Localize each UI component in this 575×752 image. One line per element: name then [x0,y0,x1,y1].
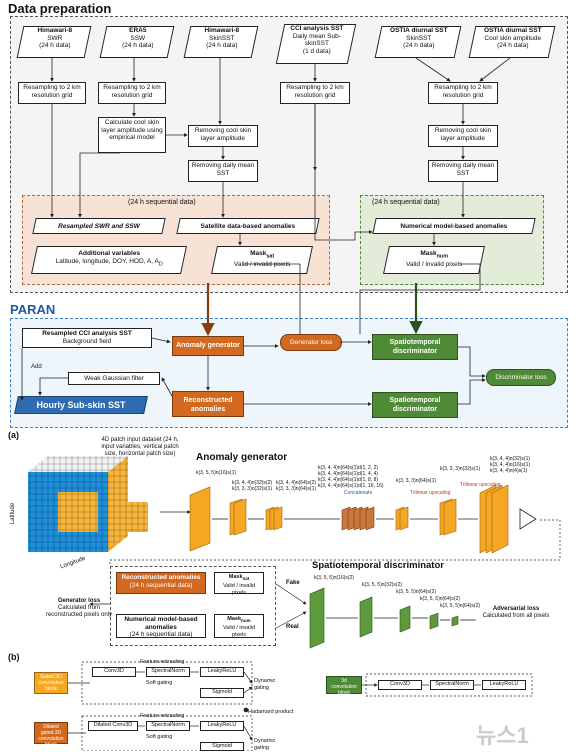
leaky-box-right: LeakyReLU [482,680,526,690]
feature-label-1: Feature extracting [140,659,185,665]
reconstructed-anomalies-box: Reconstructed anomalies [172,391,244,417]
layer-label-10: k(3, 3, 3)n(64)s(1) [396,478,437,484]
remove-cool-skin-box-2: Removing cool skin layer amplitude [428,125,498,147]
disc-layer-5: k(3, 5, 5)n(64)s(2) [440,603,481,609]
seq-left-header: (24 h sequential data) [128,199,196,206]
disc-layer-1: k(3, 5, 5)n(16)s(2) [314,575,355,581]
specnorm-box-right: SpectralNorm [430,680,474,690]
layer-label-2: k(3, 4, 4)n(32)s(2) [232,480,273,486]
disc-layer-3: k(3, 5, 5)n(64)s(2) [396,589,437,595]
discriminator-box-1: Spatiotemporal discriminator [372,334,458,360]
data-prep-title: Data preparation [8,1,112,16]
feature-label-2: Feature extracting [140,713,185,719]
resample-box-3: Resampling to 2 km resolution grid [280,82,350,104]
remove-daily-mean-box-1: Removing daily mean SST [188,160,258,182]
resampled-swr-ssw: Resampled SWR and SSW [32,218,166,234]
gaussian-filter-box: Weak Gaussian filter [68,372,160,385]
layer-label-12: k(3, 4, 4)n(32)s(1) [490,456,531,462]
patch-cube [18,452,158,572]
anomaly-generator-box: Anomaly generator [172,336,244,356]
sigmoid-box-2: Sigmoid [200,742,244,751]
specnorm-box-1: SpectralNorm [146,667,190,677]
hourly-subskin-sst: Hourly Sub-skin SST [14,396,148,414]
sat-anomalies: Satellite data-based anomalies [176,218,320,234]
layer-label-9: k(3, 4, 4)n(64)s(1)d(1, 16, 16) [318,483,384,489]
dconv3d-box: Dilated Conv3D [88,721,138,731]
hadamard-label: Hadamard product [248,709,294,715]
layer-label-6: k(3, 4, 4)n(64)s(1)d(1, 2, 2) [318,465,379,471]
conv-block-legend: 3d convolution block [326,676,362,696]
layer-label-8: k(3, 4, 4)n(64)s(1)d(1, 8, 8) [318,477,379,483]
leaky-box-2: LeakyReLU [200,721,244,731]
trilinear-label-1: Trilinear upscaling [410,490,451,496]
remove-daily-mean-box-2: Removing daily mean SST [428,160,498,182]
paran-title: PARAN [10,302,56,317]
layer-label-14: k(3, 4, 4)n(4)s(1) [490,468,528,474]
resample-box-2: Resampling to 2 km resolution grid [98,82,166,104]
layer-label-4: k(3, 4, 4)n(64)s(2) [276,480,317,486]
discriminator-network [300,580,500,650]
discriminator-box-2: Spatiotemporal discriminator [372,392,458,418]
disc-input-frame [110,566,276,646]
layer-label-13: k(3, 4, 4)n(16)s(1) [490,462,531,468]
num-anomalies: Numerical model-based anomalies [372,218,536,234]
disc-layer-2: k(3, 5, 5)n(32)s(2) [362,582,403,588]
conv3d-box-1: Conv3D [92,667,136,677]
leaky-box-1: LeakyReLU [200,667,244,677]
recon-anom-box-a: Reconstructed anomalies(24 h sequential … [116,572,206,594]
add-label: Add [31,364,42,370]
soft-label-1: Soft gating [146,680,173,686]
sigmoid-box-1: Sigmoid [200,688,244,698]
disc-layer-4: k(3, 5, 5)n(64)s(2) [420,596,461,602]
remove-cool-skin-box-1: Removing cool skin layer amplitude [188,125,258,147]
layer-label-5: k(3, 3, 3)n(64)s(1) [276,486,317,492]
trilinear-label-2: Trilinear upscaling [460,482,501,488]
conv3d-box-right: Conv3D [378,680,422,690]
seq-right-header: (24 h sequential data) [372,199,440,206]
layer-label-3: k(3, 3, 3)n(32)s(1) [232,486,273,492]
latitude-label: Latitude [10,502,17,525]
calc-cool-skin-box: Calculate cool skin layer amplitude usin… [98,117,166,153]
fake-label: Fake [286,580,300,586]
num-anom-box-a: Numerical model-based anomalies(24 h seq… [116,614,206,638]
real-label: Real [286,624,299,630]
soft-label-2: Soft gating [146,734,173,740]
watermark: 뉴스1 [476,723,529,748]
resample-box-4: Resampling to 2 km resolution grid [428,82,498,104]
patch-desc: 4D patch input dataset (24 h, input vari… [101,437,179,457]
layer-label-1: k(3, 5, 5)n(16)s(1) [196,470,237,476]
layer-label-11: k(3, 3, 3)n(32)s(1) [440,466,481,472]
disc-title-a: Spatiotemporal discriminator [312,560,444,571]
dynamic-label-1: Dynamic gating [254,678,276,691]
dilated-block-legend: Dilated gated 3D convolution block [34,722,68,748]
discriminator-loss-pill: Discriminator loss [486,369,556,386]
resample-box-1: Resampling to 2 km resolution grid [18,82,86,104]
dynamic-label-2: Dynamic gating [254,738,276,751]
generator-loss-pill: Generator loss [280,334,342,351]
anomaly-generator-title: Anomaly generator [196,452,288,463]
gated-block-legend: Gated 3D convolution block [34,672,68,694]
layer-label-7: k(3, 4, 4)n(64)s(1)d(1, 4, 4) [318,471,379,477]
panel-a-label: (a) [8,430,19,440]
panel-b-label: (b) [8,652,20,662]
specnorm-box-2: SpectralNorm [146,721,190,731]
concat-label: Concatenate [344,490,373,496]
